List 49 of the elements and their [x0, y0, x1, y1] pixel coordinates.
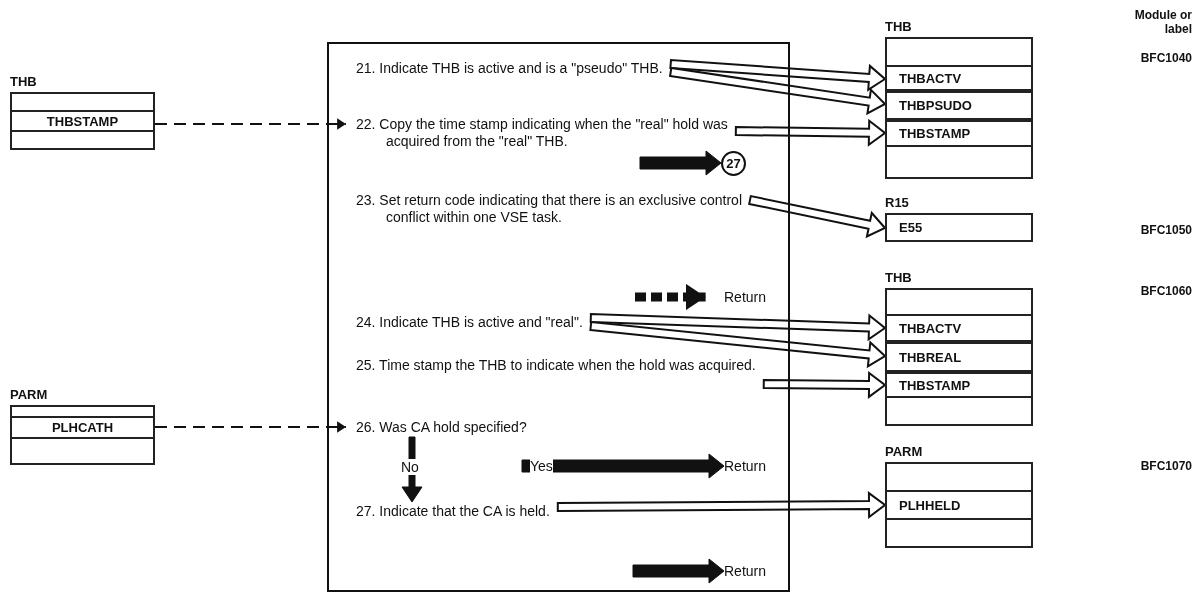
- table-field: PLHHELD: [885, 490, 1033, 520]
- control-arrow: [632, 558, 725, 584]
- column-heading: Module or label: [1133, 8, 1192, 36]
- table-field: E55: [885, 213, 1033, 242]
- table-name: THB: [10, 74, 37, 89]
- data-flow-arrow: [762, 370, 887, 399]
- table-name: THB: [885, 19, 912, 34]
- exit-label: Return: [724, 457, 778, 475]
- process-box: [327, 42, 790, 592]
- data-flow-arrow: [556, 491, 887, 520]
- dashed-arrow: [154, 421, 347, 433]
- table-field: THBPSUDO: [885, 91, 1033, 120]
- table-field: PLHCATH: [10, 416, 155, 439]
- module-label: BFC1060: [1139, 284, 1192, 298]
- striped-arrow: [635, 283, 706, 311]
- data-flow-arrow: [748, 194, 887, 239]
- control-arrow: [639, 150, 722, 176]
- module-label: BFC1070: [1139, 459, 1192, 473]
- table-name: THB: [885, 270, 912, 285]
- table-name: R15: [885, 195, 909, 210]
- table-field: THBSTAMP: [885, 120, 1033, 147]
- exit-label: Return: [724, 562, 778, 580]
- dashed-arrow: [154, 118, 347, 130]
- module-label: BFC1040: [1139, 51, 1192, 65]
- exit-label: Return: [724, 288, 778, 306]
- connector-circle: 27: [721, 151, 746, 176]
- process-step: 27. Indicate that the CA is held.: [356, 503, 770, 520]
- table-field: THBACTV: [885, 65, 1033, 91]
- process-step: 26. Was CA hold specified?: [356, 419, 770, 436]
- module-label: BFC1050: [1139, 223, 1192, 237]
- table-field: THBACTV: [885, 314, 1033, 342]
- control-arrow: [521, 453, 725, 479]
- process-step: 24. Indicate THB is active and "real".: [356, 314, 770, 331]
- table-name: PARM: [885, 444, 923, 459]
- table-field: THBSTAMP: [10, 110, 155, 132]
- data-flow-arrow: [734, 118, 887, 147]
- process-step: 22. Copy the time stamp indicating when the "real" hold was acquired from the "real" THB.: [356, 116, 770, 150]
- edge-label: No: [401, 459, 419, 475]
- edge-label: Yes: [530, 458, 553, 474]
- data-flow-arrow: [589, 320, 887, 369]
- process-step: 21. Indicate THB is active and is a "pseudo" THB.: [356, 60, 770, 77]
- process-step: 25. Time stamp the THB to indicate when the hold was acquired.: [356, 357, 770, 374]
- process-step: 23. Set return code indicating that there is an exclusive control conflict within one VSE task.: [356, 192, 770, 226]
- data-flow-arrow: [669, 58, 887, 92]
- data-flow-arrow: [668, 66, 887, 116]
- data-flow-arrow: [589, 312, 887, 342]
- table-field: THBSTAMP: [885, 372, 1033, 398]
- table-field: THBREAL: [885, 342, 1033, 372]
- table-name: PARM: [10, 387, 48, 402]
